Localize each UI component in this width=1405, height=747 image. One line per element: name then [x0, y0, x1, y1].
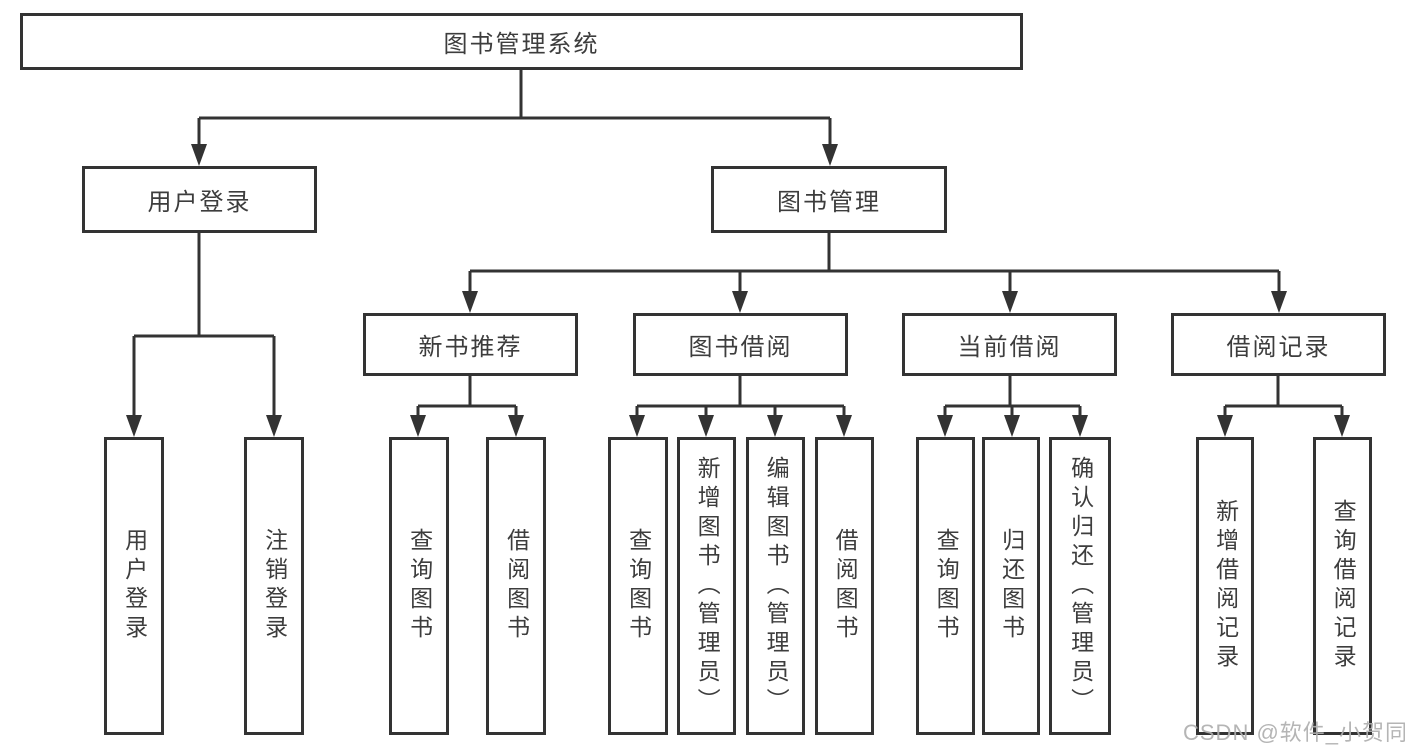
leaf-edit-books-admin: 编辑图书（管理员） — [746, 437, 805, 735]
csdn-watermark: CSDN @软件_小贺同学 — [1183, 720, 1405, 745]
leaf-query-borrow-record: 查询借阅记录 — [1313, 437, 1372, 735]
leaf-borrow-books-recommend: 借阅图书 — [486, 437, 546, 735]
leaf-query-books-current: 查询图书 — [916, 437, 975, 735]
leaf-add-books-admin: 新增图书（管理员） — [677, 437, 736, 735]
node-user-login: 用户登录 — [82, 166, 317, 233]
node-borrowing-records: 借阅记录 — [1171, 313, 1386, 376]
node-new-book-recommendation: 新书推荐 — [363, 313, 578, 376]
leaf-add-borrow-record: 新增借阅记录 — [1196, 437, 1254, 735]
leaf-user-login: 用户登录 — [104, 437, 164, 735]
leaf-query-books-recommend: 查询图书 — [389, 437, 449, 735]
node-book-management: 图书管理 — [711, 166, 947, 233]
leaf-query-books-borrowing: 查询图书 — [608, 437, 668, 735]
node-current-borrowing: 当前借阅 — [902, 313, 1117, 376]
leaf-confirm-return-admin: 确认归还（管理员） — [1049, 437, 1111, 735]
node-book-borrowing: 图书借阅 — [633, 313, 848, 376]
node-library-management-system: 图书管理系统 — [20, 13, 1023, 70]
leaf-logout: 注销登录 — [244, 437, 304, 735]
leaf-return-books: 归还图书 — [982, 437, 1040, 735]
leaf-borrow-books: 借阅图书 — [815, 437, 874, 735]
